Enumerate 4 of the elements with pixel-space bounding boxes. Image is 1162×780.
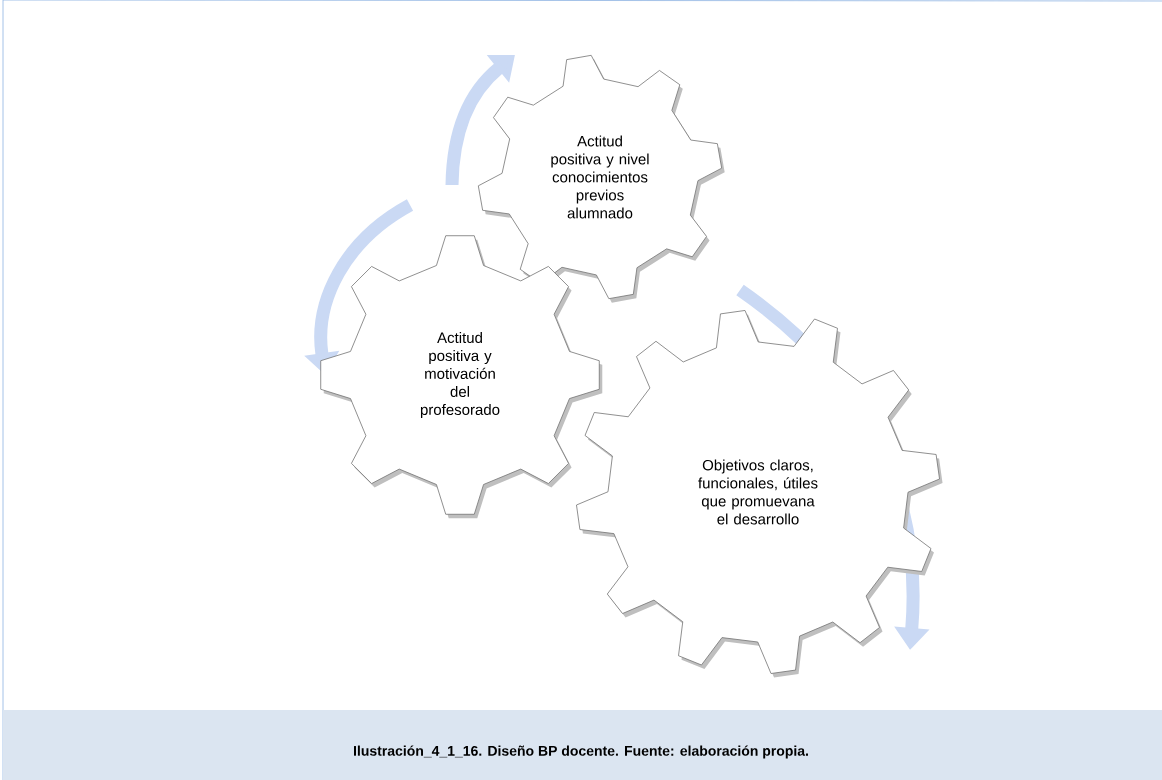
caption-band: Ilustración_4_1_16. Diseño BP docente. Fuente: elaboración propia. [3, 710, 1162, 780]
gear: Actitud positiva y nivel conocimientos previos alumnado [477, 54, 725, 303]
gear: Actitud positiva y motivación del profesorado [320, 235, 603, 519]
gear: Objetivos claros, funcionales, útiles que promuevana el desarrollo [576, 310, 943, 678]
